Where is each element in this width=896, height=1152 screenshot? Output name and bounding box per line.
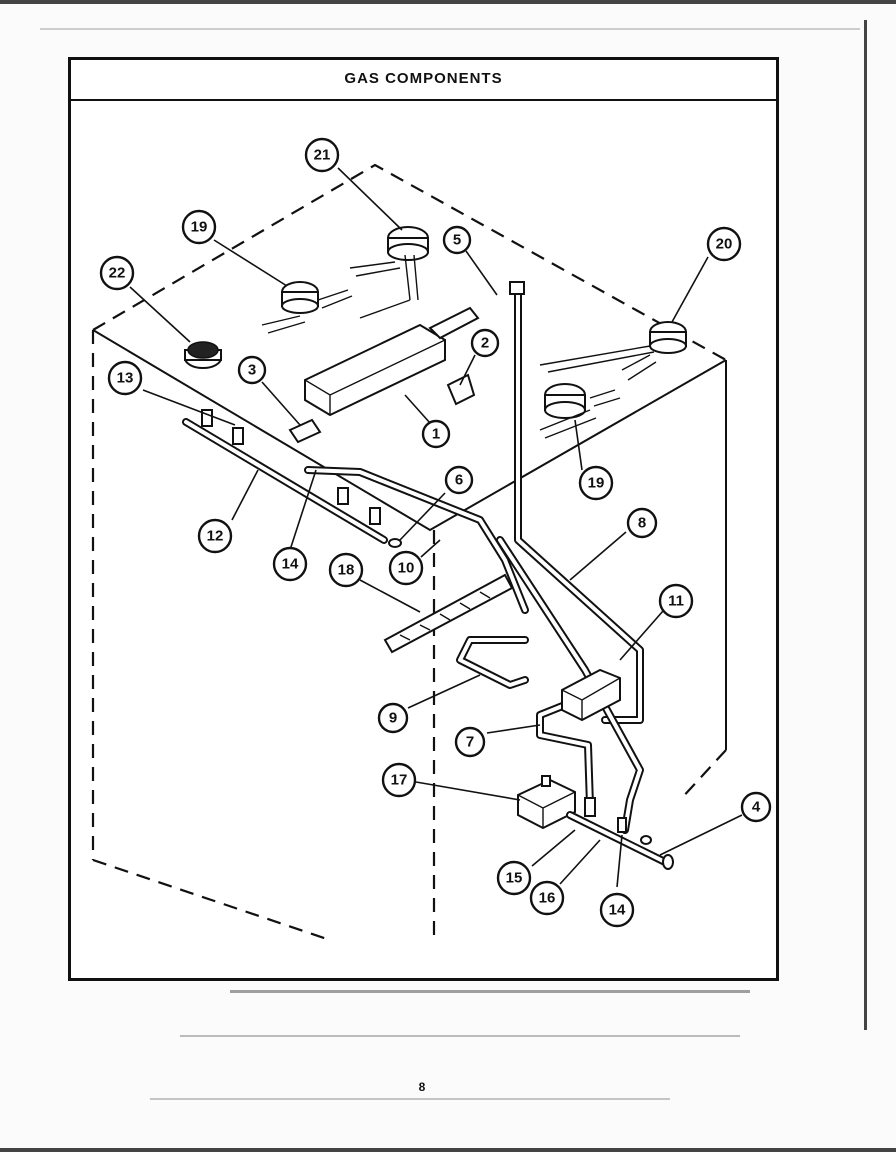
callout-13: 13 — [107, 360, 143, 396]
regulator-17 — [517, 775, 576, 830]
callout-5: 5 — [442, 225, 472, 255]
manifold-12 — [182, 409, 402, 548]
oven-burner-box-1 — [304, 306, 480, 417]
svg-text:17: 17 — [391, 772, 408, 789]
callout-17: 17 — [381, 762, 417, 798]
svg-text:20: 20 — [716, 236, 733, 253]
leader-lines — [129, 167, 743, 888]
title-bar: GAS COMPONENTS — [71, 60, 776, 101]
callout-18: 18 — [328, 552, 364, 588]
svg-text:18: 18 — [338, 562, 355, 579]
svg-text:9: 9 — [389, 710, 397, 727]
callout-16: 16 — [529, 880, 565, 916]
callout-14: 14 — [272, 546, 308, 582]
surface-burner-21 — [349, 226, 429, 319]
broiler-burner-18 — [383, 573, 514, 654]
svg-text:19: 19 — [588, 475, 605, 492]
svg-text:16: 16 — [539, 890, 556, 907]
callout-14: 14 — [599, 892, 635, 928]
callout-15: 15 — [496, 860, 532, 896]
callout-21: 21 — [304, 137, 340, 173]
surface-burner-19-rear — [261, 281, 353, 334]
svg-text:3: 3 — [248, 362, 256, 379]
callout-9: 9 — [377, 702, 409, 734]
callout-7: 7 — [454, 726, 486, 758]
svg-text:4: 4 — [752, 799, 761, 816]
svg-text:21: 21 — [314, 147, 331, 164]
svg-text:6: 6 — [455, 472, 463, 489]
callout-3: 3 — [237, 355, 267, 385]
svg-text:14: 14 — [609, 902, 626, 919]
surface-burner-20 — [539, 321, 687, 381]
svg-text:15: 15 — [506, 870, 523, 887]
range-cabinet-outline — [91, 163, 727, 942]
thermostat-11 — [561, 668, 621, 722]
callout-4: 4 — [740, 791, 772, 823]
diagram-frame: GAS COMPONENTS — [68, 57, 779, 981]
callout-20: 20 — [706, 226, 742, 262]
bracket-3 — [288, 418, 322, 444]
svg-text:2: 2 — [481, 335, 489, 352]
callout-8: 8 — [626, 507, 658, 539]
svg-text:12: 12 — [207, 528, 224, 545]
svg-text:19: 19 — [191, 219, 208, 236]
svg-text:10: 10 — [398, 560, 415, 577]
inlet-pipe-4 — [566, 797, 674, 870]
svg-text:1: 1 — [432, 426, 440, 443]
callout-10: 10 — [388, 550, 424, 586]
bracket-2 — [446, 373, 476, 406]
callout-19: 19 — [578, 465, 614, 501]
callout-19: 19 — [181, 209, 217, 245]
gas-tubes — [304, 281, 644, 834]
svg-text:14: 14 — [282, 556, 299, 573]
callout-1: 1 — [421, 419, 451, 449]
svg-text:13: 13 — [117, 370, 134, 387]
callout-2: 2 — [470, 328, 500, 358]
surface-burner-19-front — [539, 383, 621, 439]
callout-12: 12 — [197, 518, 233, 554]
diagram-title: GAS COMPONENTS — [344, 70, 503, 87]
page-number: 8 — [418, 1080, 426, 1094]
svg-text:5: 5 — [453, 232, 461, 249]
knob-22 — [184, 341, 222, 369]
callout-22: 22 — [99, 255, 135, 291]
svg-text:22: 22 — [109, 265, 126, 282]
callout-6: 6 — [444, 465, 474, 495]
svg-text:11: 11 — [668, 593, 684, 610]
svg-text:7: 7 — [466, 734, 474, 751]
callout-11: 11 — [658, 583, 694, 619]
svg-text:8: 8 — [638, 515, 646, 532]
